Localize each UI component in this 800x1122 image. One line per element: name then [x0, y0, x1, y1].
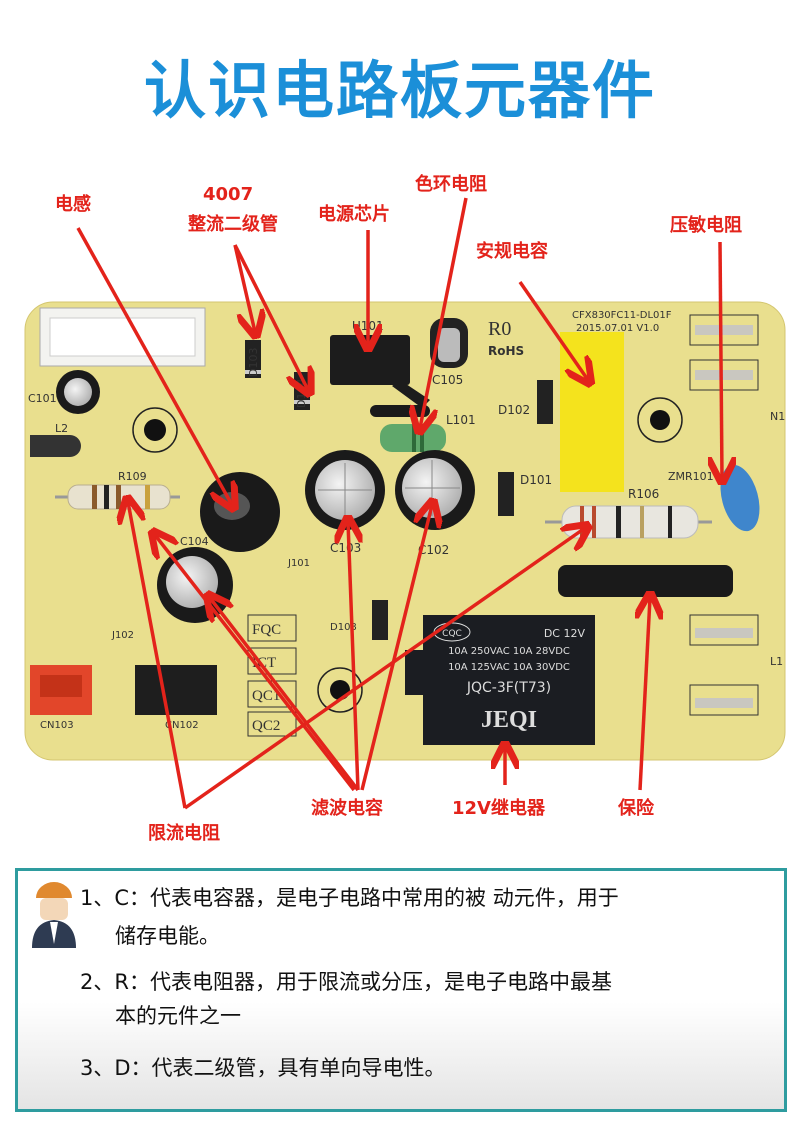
note-2-line2: 本的元件之一 — [115, 1004, 241, 1028]
note-1-line1: 1、C：代表电容器，是电子电路中常用的被 动元件，用于 — [80, 886, 619, 910]
silk-c104: C104 — [180, 535, 209, 548]
silk-l2: L2 — [55, 422, 68, 435]
silk-cn103: CN103 — [40, 720, 74, 731]
diode-d102 — [537, 380, 553, 424]
silk-cn102: CN102 — [165, 720, 199, 731]
relay-coil: DC 12V — [544, 627, 586, 640]
note-1-line2: 储存电能。 — [115, 924, 220, 948]
diode-d108 — [372, 600, 388, 640]
fuse — [558, 565, 733, 597]
silk-d108: D108 — [330, 622, 357, 633]
label-inductor: 电感 — [55, 194, 91, 215]
label-color-ring-resistor: 色环电阻 — [415, 174, 487, 195]
silk-d101: D101 — [520, 473, 552, 487]
connector-cn102 — [135, 665, 217, 715]
silk-fqc: FQC — [252, 622, 281, 638]
engineer-avatar-icon — [32, 882, 76, 948]
notes-box — [15, 868, 787, 1112]
silk-model: CFX830FC11-DL01F — [572, 310, 672, 321]
silk-r0: R0 — [488, 318, 511, 340]
silk-zmr: ZMR101 — [668, 470, 714, 483]
silk-c102: C102 — [418, 543, 449, 557]
relay-cqc: CQC — [442, 629, 462, 639]
diode-d103 — [245, 340, 261, 378]
page-title: 认识电路板元器件 — [143, 54, 656, 127]
label-filter-capacitor: 滤波电容 — [311, 798, 383, 819]
label-current-limit-resistor: 限流电阻 — [148, 823, 220, 844]
silk-r109: R109 — [118, 470, 147, 483]
silk-rohs: RoHS — [488, 344, 524, 358]
power-chip-u101 — [330, 335, 410, 385]
pcb-photo: C101 L2 R109 D103 D104 U101 C105 R0 RoHS… — [24, 197, 786, 810]
silk-c105: C105 — [432, 373, 463, 387]
annotation-arrows — [76, 197, 722, 810]
relay-spec1: 10A 125VAC 10A 30VDC — [448, 662, 570, 673]
label-relay: 12V继电器 — [452, 798, 545, 819]
silk-d103: D103 — [247, 348, 260, 377]
silk-n1: N1 — [770, 410, 785, 423]
silk-l1: L1 — [770, 655, 783, 668]
relay-brand: JEQI — [481, 707, 537, 733]
silk-l101: L101 — [446, 413, 476, 427]
terminals — [689, 314, 759, 716]
silk-r106: R106 — [628, 487, 659, 501]
transistor — [30, 435, 81, 457]
relay — [423, 615, 595, 745]
silk-c103: C103 — [330, 541, 361, 555]
silk-c101: C101 — [28, 392, 57, 405]
note-2-line1: 2、R：代表电阻器，用于限流或分压，是电子电路中最基 — [80, 970, 612, 994]
silk-j101: J101 — [287, 558, 310, 569]
label-safety-capacitor: 安规电容 — [476, 241, 548, 262]
silk-j102: J102 — [111, 630, 134, 641]
silk-d102: D102 — [498, 403, 530, 417]
label-varistor: 压敏电阻 — [670, 215, 742, 236]
relay-model: JQC-3F(T73) — [466, 680, 551, 696]
silk-qc1: QC1 — [252, 688, 280, 704]
diode-d101 — [498, 472, 514, 516]
label-power-chip: 电源芯片 — [318, 204, 390, 225]
label-rectifier-diode: 整流二级管 — [188, 214, 278, 235]
note-3-line1: 3、D：代表二级管，具有单向导电性。 — [80, 1056, 446, 1080]
relay-spec2: 10A 250VAC 10A 28VDC — [448, 646, 570, 657]
label-diode-model: 4007 — [203, 184, 254, 205]
silk-date: 2015.07.01 V1.0 — [576, 323, 659, 334]
silk-qc2: QC2 — [252, 718, 280, 734]
label-fuse: 保险 — [618, 798, 654, 819]
